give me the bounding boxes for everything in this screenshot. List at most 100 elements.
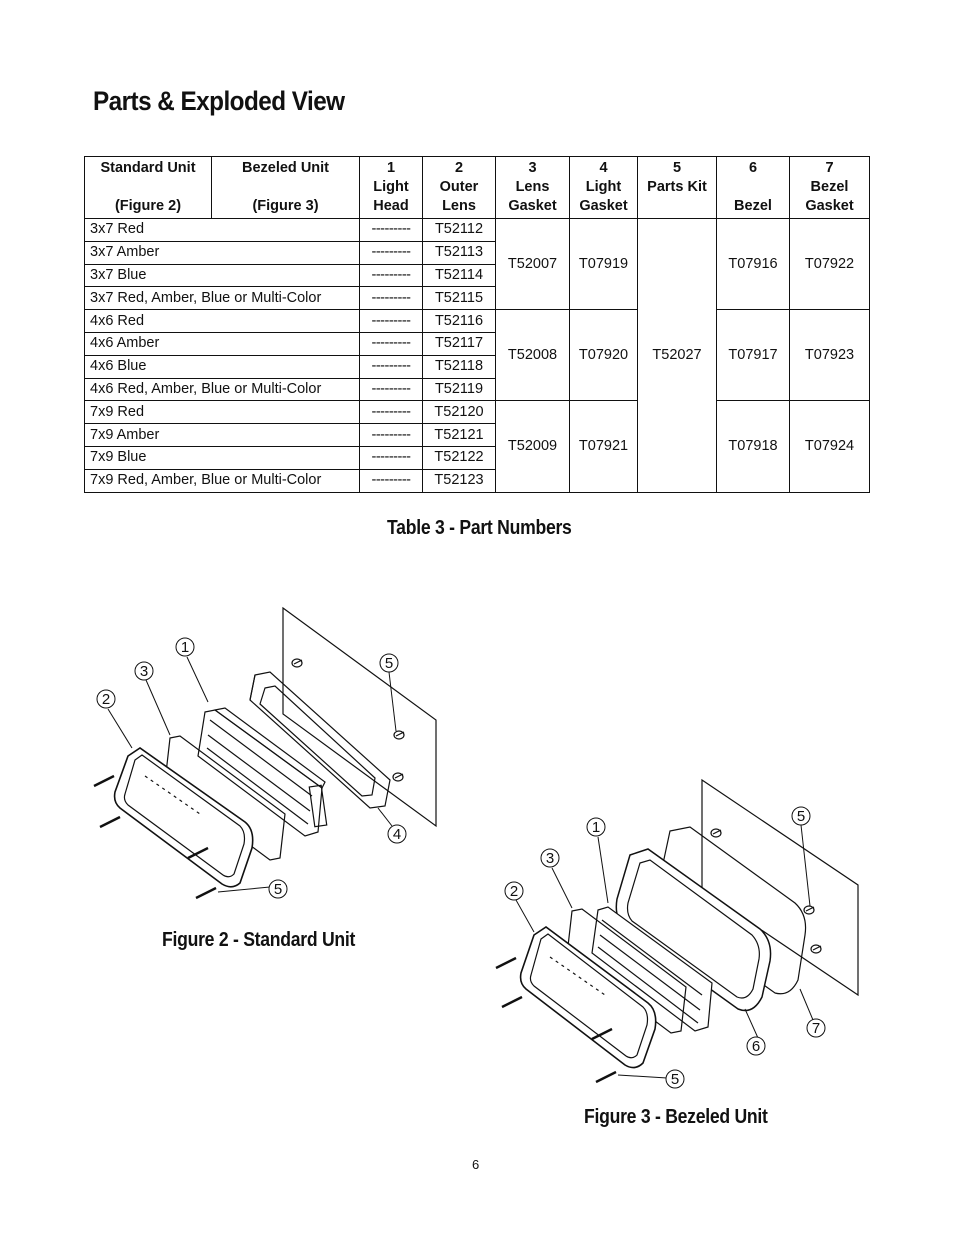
header-bezel-gasket: 7 Bezel Gasket: [789, 156, 870, 219]
light-head-cell: ---------: [359, 423, 423, 447]
figure-3-exploded-drawing: 1 3 2 5 6 7 5: [495, 778, 859, 1089]
outer-lens-cell: T52117: [422, 331, 496, 356]
light-head-cell: ---------: [359, 468, 423, 493]
outer-lens-cell: T52115: [422, 286, 496, 311]
lens-gasket-cell: T52009: [495, 400, 570, 493]
figure-3-caption: Figure 3 - Bezeled Unit: [584, 1106, 768, 1128]
unit-cell: 4x6 Blue: [84, 354, 360, 379]
outer-lens-cell: T52116: [422, 309, 496, 333]
table-row: 4x6 Red, Amber, Blue or Multi-Color ----…: [84, 377, 870, 402]
figure-2-exploded-drawing: 1 3 2 5 4 5: [93, 606, 437, 900]
callout-leaders: [515, 824, 814, 1079]
light-head-part: [591, 906, 713, 1032]
light-head-cell: ---------: [359, 240, 423, 265]
unit-cell: 4x6 Red, Amber, Blue or Multi-Color: [84, 377, 360, 402]
outer-lens-cell: T52118: [422, 354, 496, 379]
callout-3: 3: [134, 661, 154, 681]
header-light-head: 1 Light Head: [359, 156, 423, 219]
bezel-cell: T07916: [716, 217, 790, 311]
unit-cell: 4x6 Red: [84, 309, 360, 333]
table-row: 7x9 Red --------- T52120 T52009 T07921 T…: [84, 400, 870, 493]
svg-text:5: 5: [797, 808, 805, 825]
callout-5-bottom: 5: [665, 1069, 685, 1089]
callout-1: 1: [586, 817, 606, 837]
svg-text:2: 2: [102, 691, 110, 708]
table-row: 3x7 Red --------- T52112 T52007 T07919 T…: [84, 217, 870, 493]
lens-screws: [93, 774, 217, 900]
light-head-cell: ---------: [359, 218, 423, 242]
callout-1: 1: [175, 637, 195, 657]
callout-5-bottom: 5: [268, 879, 288, 899]
callout-6: 6: [746, 1036, 766, 1056]
svg-text:5: 5: [671, 1071, 679, 1088]
header-lens-gasket: 3 Lens Gasket: [495, 156, 570, 219]
header-bezeled-unit: Bezeled Unit (Figure 3): [211, 156, 360, 219]
header-bezel: 6 Bezel: [716, 156, 790, 219]
unit-cell: 7x9 Red, Amber, Blue or Multi-Color: [84, 468, 360, 493]
unit-cell: 3x7 Red: [84, 218, 360, 242]
svg-text:2: 2: [510, 883, 518, 900]
outer-lens-cell: T52122: [422, 445, 496, 470]
light-head-cell: ---------: [359, 400, 423, 425]
mounting-panel: [282, 606, 437, 828]
unit-cell: 3x7 Blue: [84, 263, 360, 288]
table-row: 4x6 Amber --------- T52117: [84, 331, 870, 356]
page-number: 6: [472, 1157, 480, 1172]
bezel-cell: T07917: [716, 309, 790, 402]
table-row: 3x7 Blue --------- T52114: [84, 263, 870, 288]
table-caption: Table 3 - Part Numbers: [387, 517, 572, 539]
unit-cell: 3x7 Amber: [84, 240, 360, 265]
outer-lens-cell: T52113: [422, 240, 496, 265]
unit-cell: 4x6 Amber: [84, 331, 360, 356]
unit-cell: 7x9 Red: [84, 400, 360, 425]
table-row: 7x9 Red, Amber, Blue or Multi-Color ----…: [84, 468, 870, 493]
figure-2-caption: Figure 2 - Standard Unit: [162, 929, 356, 951]
light-head-cell: ---------: [359, 377, 423, 402]
light-gasket-cell: T07920: [569, 309, 638, 402]
lens-gasket-cell: T52008: [495, 309, 570, 402]
table-row: 7x9 Amber --------- T52121: [84, 423, 870, 447]
callout-7: 7: [806, 1018, 826, 1038]
callout-4: 4: [387, 824, 407, 844]
bezel-gasket-cell: T07922: [789, 217, 870, 311]
table-row: 4x6 Blue --------- T52118: [84, 354, 870, 379]
outer-lens-cell: T52120: [422, 400, 496, 425]
panel-screws: [291, 658, 405, 782]
callout-5-top: 5: [791, 806, 811, 826]
bezel-gasket-cell: T07923: [789, 309, 870, 402]
light-head-cell: ---------: [359, 263, 423, 288]
callout-2: 2: [504, 881, 524, 901]
part-numbers-table: Standard Unit (Figure 2) Bezeled Unit (F…: [84, 156, 870, 493]
callout-2: 2: [96, 689, 116, 709]
page-title: Parts & Exploded View: [93, 86, 345, 116]
header-outer-lens: 2 Outer Lens: [422, 156, 496, 219]
figure-2-callouts: 1 3 2 5 4 5: [96, 637, 407, 899]
light-head-cell: ---------: [359, 309, 423, 333]
light-head-cell: ---------: [359, 445, 423, 470]
callout-3: 3: [540, 848, 560, 868]
unit-cell: 3x7 Red, Amber, Blue or Multi-Color: [84, 286, 360, 311]
header-parts-kit: 5 Parts Kit: [637, 156, 717, 219]
outer-lens-cell: T52112: [422, 218, 496, 242]
lens-screws: [495, 956, 617, 1084]
svg-text:3: 3: [546, 850, 554, 867]
svg-text:5: 5: [274, 881, 282, 898]
outer-lens-cell: T52123: [422, 468, 496, 493]
table-row: 7x9 Blue --------- T52122: [84, 445, 870, 470]
svg-text:7: 7: [812, 1020, 820, 1037]
callout-leaders: [107, 656, 397, 893]
light-gasket-part: [249, 671, 391, 809]
svg-text:1: 1: [592, 819, 600, 836]
panel-screws: [710, 828, 822, 954]
svg-text:1: 1: [181, 639, 189, 656]
mounting-panel: [701, 778, 859, 997]
outer-lens-cell: T52121: [422, 423, 496, 447]
svg-text:3: 3: [140, 663, 148, 680]
outer-lens-cell: T52119: [422, 377, 496, 402]
header-standard-unit: Standard Unit (Figure 2): [84, 156, 212, 219]
light-head-cell: ---------: [359, 331, 423, 356]
unit-cell: 7x9 Blue: [84, 445, 360, 470]
callout-5-top: 5: [379, 653, 399, 673]
bezel-cell: T07918: [716, 400, 790, 493]
table-row: 3x7 Amber --------- T52113: [84, 240, 870, 265]
